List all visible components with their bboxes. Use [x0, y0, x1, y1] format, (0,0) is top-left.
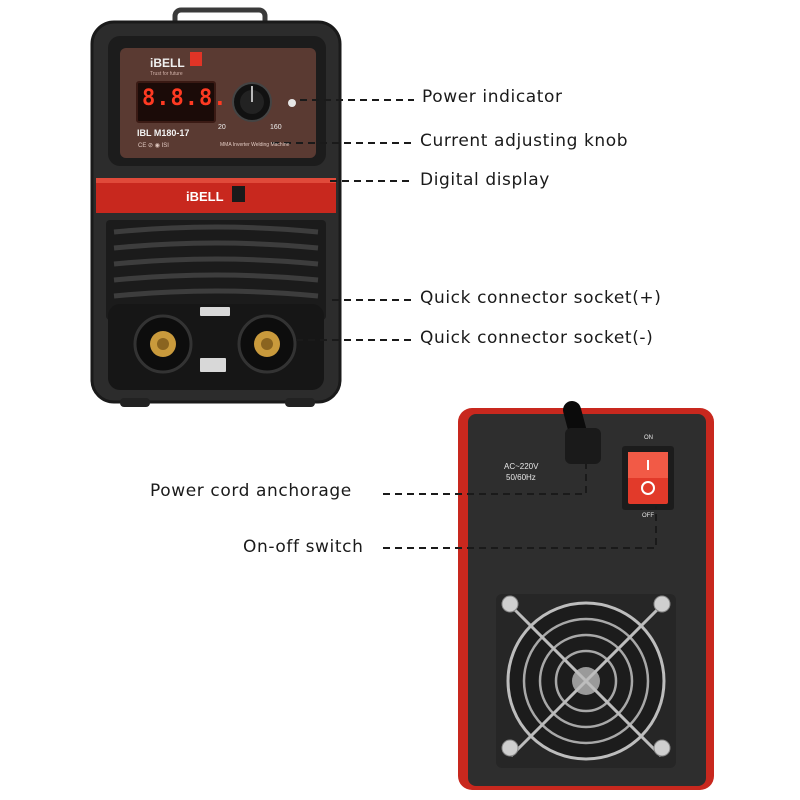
rear-voltage-line1: AC~220V: [504, 462, 539, 471]
callout-current-knob: Current adjusting knob: [420, 131, 629, 151]
fan-screw-tl: [501, 595, 519, 613]
lower-brand-logo: iBELL: [186, 189, 224, 204]
callout-socket-minus: Quick connector socket(-): [420, 328, 654, 348]
switch-on-label: ON: [644, 435, 653, 441]
fan-screw-tr: [653, 595, 671, 613]
fan-screw-bl: [501, 739, 519, 757]
vent-grille: [106, 220, 326, 320]
digital-display: [136, 81, 216, 123]
callout-onoff-switch: On-off switch: [243, 537, 364, 557]
display-reading: 8.8.8.: [142, 86, 228, 111]
callout-cord-anchorage: Power cord anchorage: [150, 481, 352, 501]
socket-minus[interactable]: [237, 314, 297, 374]
cooling-fan: [496, 594, 676, 768]
front-tagline: Trust for future: [150, 71, 183, 77]
cord-anchorage: [565, 428, 601, 464]
fan-screw-br: [653, 739, 671, 757]
callout-leaders: [272, 99, 657, 549]
leader-onoff-switch: [383, 506, 657, 549]
foot-left: [120, 398, 150, 407]
red-brand-stripe: [96, 178, 336, 213]
callout-power-indicator: Power indicator: [422, 87, 563, 107]
socket-plus[interactable]: [133, 314, 193, 374]
callout-digital-display: Digital display: [420, 170, 550, 190]
lower-brand-mark: [232, 186, 245, 202]
knob-min-label: 20: [218, 124, 226, 131]
socket-plate-bottom: [200, 358, 226, 372]
model-number: IBL M180-17: [137, 128, 190, 138]
power-indicator-led: [288, 99, 296, 107]
front-brand-mark: [190, 52, 202, 66]
switch-off-label: OFF: [642, 513, 654, 519]
control-panel: [120, 48, 316, 158]
callout-socket-plus: Quick connector socket(+): [420, 288, 662, 308]
front-brand-logo: iBELL: [150, 56, 185, 70]
welder-front: [90, 7, 342, 407]
panel-subtitle: MMA Inverter Welding Machine: [220, 142, 290, 148]
welder-rear: [458, 401, 714, 790]
foot-right: [285, 398, 315, 407]
cert-marks: CE ⊘ ◉ ISI: [138, 143, 169, 149]
knob-max-label: 160: [270, 124, 282, 131]
socket-plate-top: [200, 307, 230, 316]
rear-voltage-line2: 50/60Hz: [506, 473, 536, 482]
